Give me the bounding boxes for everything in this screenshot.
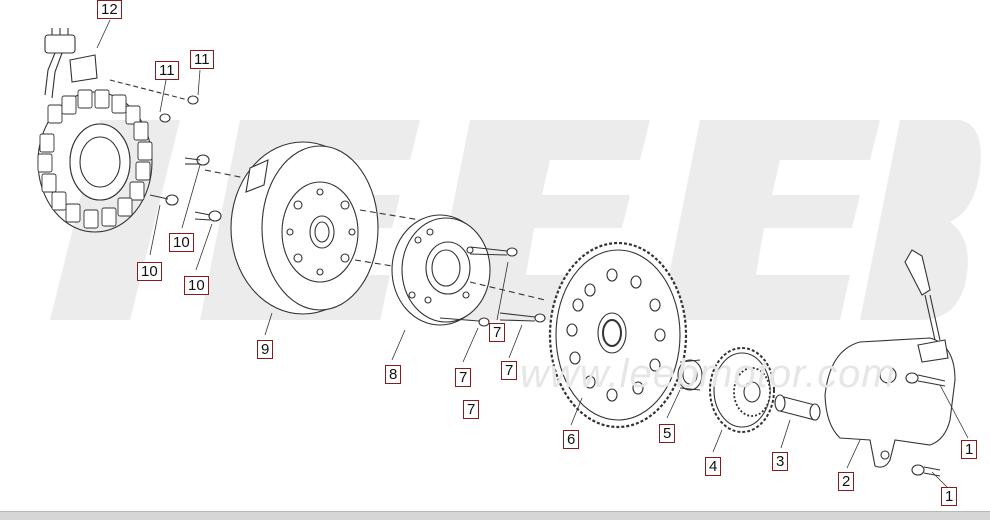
starter-driven-gear	[548, 241, 688, 429]
idle-gear-shaft	[774, 394, 821, 421]
callout-part-7: 7	[501, 361, 518, 380]
callout-part-11: 11	[190, 50, 214, 69]
callout-part-1: 1	[941, 487, 958, 506]
callout-part-11: 11	[155, 61, 179, 80]
side-cover	[824, 337, 956, 468]
stator-bolts	[109, 79, 246, 222]
callout-part-1: 1	[961, 440, 978, 459]
ignition-cable	[904, 249, 949, 363]
clutch-bolts	[439, 246, 546, 327]
callout-part-4: 4	[705, 457, 722, 476]
callout-part-10: 10	[169, 233, 194, 252]
flywheel	[230, 141, 379, 315]
callout-part-7: 7	[489, 323, 506, 342]
callout-part-10: 10	[184, 276, 209, 295]
watermark-url: www.leebmotor.com	[520, 352, 896, 396]
cover-bolts	[905, 372, 946, 477]
pickup-sensor	[44, 28, 98, 99]
starter-clutch	[391, 214, 491, 326]
idle-gear	[709, 347, 775, 433]
leader-lines	[96, 19, 969, 489]
callout-part-6: 6	[563, 430, 580, 449]
callout-part-7: 7	[463, 400, 480, 419]
callout-part-3: 3	[772, 452, 789, 471]
callout-part-9: 9	[257, 340, 274, 359]
callout-part-7: 7	[455, 368, 472, 387]
callout-part-12: 12	[97, 0, 122, 19]
callout-part-2: 2	[838, 472, 855, 491]
callout-part-10: 10	[137, 262, 162, 281]
bushing	[677, 359, 703, 391]
callout-part-5: 5	[659, 424, 676, 443]
stator-coil	[37, 89, 153, 233]
callout-part-8: 8	[385, 365, 402, 384]
bottom-divider	[0, 511, 990, 520]
